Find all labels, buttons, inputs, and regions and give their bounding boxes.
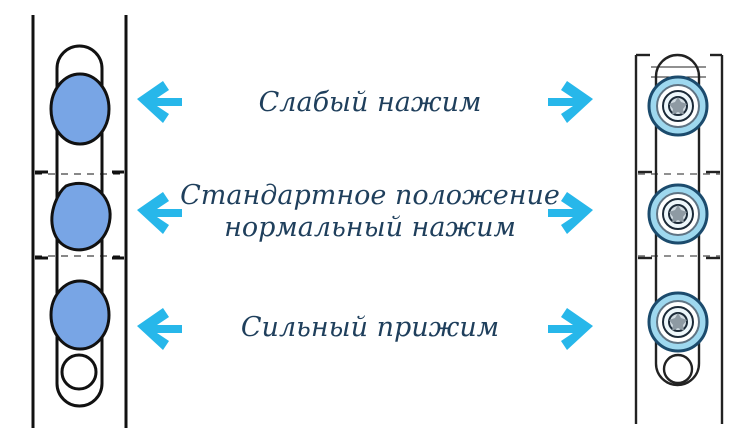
strong-pressure-label: Сильный прижим [240, 312, 500, 343]
arrow-left-icon [137, 81, 182, 123]
standard-position-label: Стандартное положение [180, 180, 560, 211]
arrow-left-icon [137, 192, 182, 234]
left-eccentric-standard [50, 181, 112, 252]
roller-weak [647, 75, 709, 137]
normal-pressure-label: нормальный нажим [224, 212, 516, 243]
arrow-right-icon [548, 192, 593, 234]
arrow-left-icon [137, 308, 182, 350]
roller-standard [647, 183, 709, 245]
weak-pressure-label: Слабый нажим [258, 87, 482, 118]
left-eccentric-strong [49, 279, 111, 351]
arrow-right-icon [548, 308, 593, 350]
arrow-right-icon [548, 81, 593, 123]
roller-strong [647, 291, 709, 353]
left-eccentric-weak [49, 72, 111, 146]
